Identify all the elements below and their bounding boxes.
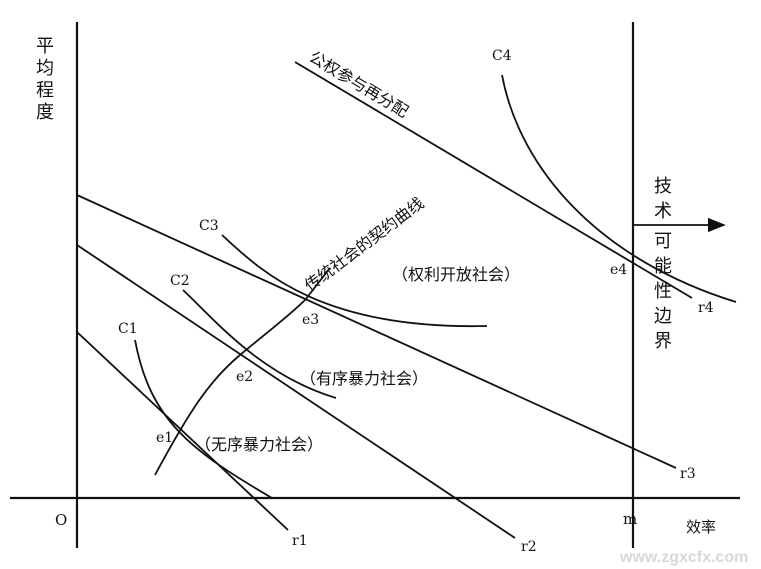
watermark: www.zgxcfx.com [619,549,748,566]
label-c4: C4 [492,48,512,64]
m-label: m [623,510,637,528]
y-axis-label-char-2: 均 [36,58,54,79]
curve-c1 [134,339,273,499]
frontier-label-char-3: 可 [654,231,672,252]
open-society-label: （权利开放社会） [392,265,520,284]
disordered-violence-society-label: （无序暴力社会） [195,435,323,454]
frontier-label-char-7: 界 [654,331,672,352]
curve-c3 [221,234,488,327]
label-r1: r1 [292,533,308,549]
x-axis-label: 效率 [686,518,716,536]
frontier-label-char-6: 边 [654,306,672,327]
y-axis-label-char-3: 程 [36,80,54,101]
label-e1: e1 [156,430,173,446]
curve-c2 [182,289,337,399]
contract-curve [154,267,331,476]
label-r4: r4 [698,300,714,316]
label-e2: e2 [236,369,253,385]
label-c1: C1 [118,321,138,337]
line-r2 [76,244,516,539]
label-e4: e4 [610,262,627,278]
frontier-label-char-5: 性 [654,281,672,302]
label-e3: e3 [302,312,319,328]
frontier-label-char-2: 术 [654,201,672,222]
frontier-label-char-1: 技 [654,176,672,197]
label-r3: r3 [680,466,696,482]
line-r1 [76,331,289,531]
redistribution-label: 公权参与再分配 [306,47,412,121]
curve-c4 [501,74,737,303]
origin-label: O [55,511,67,529]
line-r3 [76,194,677,469]
ordered-violence-society-label: （有序暴力社会） [300,369,428,388]
label-c2: C2 [170,273,190,289]
line-r4-redistribution [294,61,693,299]
frontier-label-char-4: 能 [654,256,672,277]
label-r2: r2 [521,539,537,555]
label-c3: C3 [199,218,219,234]
y-axis-label-char-4: 度 [36,102,54,123]
y-axis-label-char-1: 平 [36,36,54,57]
